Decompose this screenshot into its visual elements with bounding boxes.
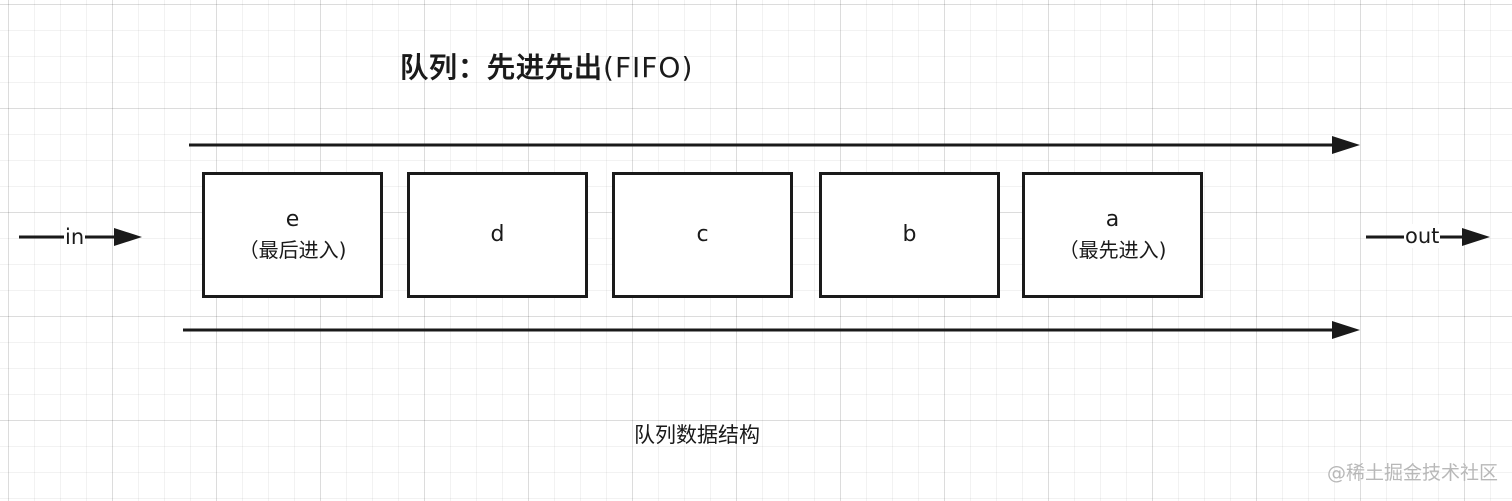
bottom-flow-arrowhead (1332, 321, 1360, 339)
box-label: e (285, 207, 300, 232)
out-arrow-head (1462, 228, 1490, 246)
top-flow-arrowhead (1332, 136, 1360, 154)
box-note: （最先进入) (1058, 238, 1167, 262)
box-label: c (696, 222, 709, 247)
title-suffix: (FIFO) (603, 51, 694, 84)
box-label: b (902, 222, 917, 247)
diagram-title: 队列：先进先出(FIFO) (400, 46, 693, 86)
in-label: in (64, 225, 86, 249)
box-label: a (1105, 207, 1120, 232)
box-label: d (490, 222, 505, 247)
queue-box-a: a （最先进入) (1022, 172, 1203, 298)
queue-box-b: b (819, 172, 1000, 298)
out-label: out (1404, 224, 1441, 248)
queue-box-e: e （最后进入) (202, 172, 383, 298)
title-main: 队列：先进先出 (400, 51, 604, 84)
watermark: @稀土掘金技术社区 (1326, 462, 1498, 484)
queue-box-d: d (407, 172, 588, 298)
diagram-caption: 队列数据结构 (634, 423, 760, 447)
queue-box-c: c (612, 172, 793, 298)
box-note: （最后进入) (238, 238, 347, 262)
in-arrow-head (114, 228, 142, 246)
